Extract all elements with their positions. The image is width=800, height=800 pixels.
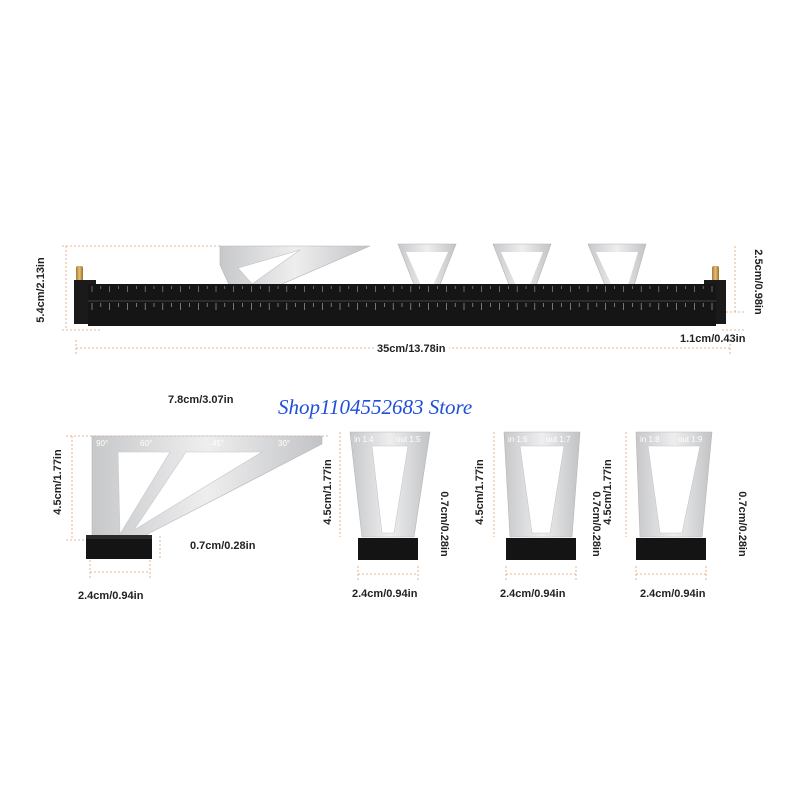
- gauge-ratio-in: in 1:6: [508, 435, 528, 444]
- protractor-base-width-label: 2.4cm/0.94in: [78, 590, 144, 602]
- gauge-ratio-in: in 1:8: [640, 435, 660, 444]
- gauge-ratio-out: out 1:9: [678, 435, 703, 444]
- angle-label-90: 90°: [96, 439, 109, 448]
- protractor-base-height-label: 0.7cm/0.28in: [190, 540, 256, 552]
- gauge-ratio-out: out 1:5: [396, 435, 421, 444]
- gauge-height-label: 4.5cm/1.77in: [602, 459, 614, 525]
- gauge-base-height-label: 0.7cm/0.28in: [736, 491, 748, 557]
- left-brass-stop: [76, 266, 83, 282]
- ruler-dimension-lines: [62, 245, 744, 354]
- gauge-height-label: 4.5cm/1.77in: [322, 459, 334, 525]
- angle-label-30: 30°: [278, 439, 291, 448]
- gauge-height-label: 4.5cm/1.77in: [474, 459, 486, 525]
- dovetail-gauge-1: [339, 431, 431, 580]
- gauge-ratio-out: out 1:7: [546, 435, 571, 444]
- ruler-scale: [91, 286, 713, 310]
- gauge-base-width-label: 2.4cm/0.94in: [500, 588, 566, 600]
- gauges-on-ruler: [397, 243, 647, 301]
- dovetail-gauge-2: [493, 431, 581, 580]
- protractor-width-label: 7.8cm/3.07in: [168, 394, 234, 406]
- dovetail-gauge-3: [625, 431, 713, 580]
- ruler-thickness-label: 1.1cm/0.43in: [680, 333, 746, 345]
- gauge-base-height-label: 0.7cm/0.28in: [438, 491, 450, 557]
- gauge-base-width-label: 2.4cm/0.94in: [352, 588, 418, 600]
- angle-label-60: 60°: [140, 439, 153, 448]
- store-watermark: Shop1104552683 Store: [278, 395, 473, 419]
- ruler-length-label: 35cm/13.78in: [374, 343, 449, 355]
- gauge-base-height-label: 0.7cm/0.28in: [590, 491, 602, 557]
- angle-label-45: 45°: [212, 439, 225, 448]
- gauge-ratio-in: in 1:4: [354, 435, 374, 444]
- gauge-base-width-label: 2.4cm/0.94in: [640, 588, 706, 600]
- right-brass-stop: [712, 266, 719, 282]
